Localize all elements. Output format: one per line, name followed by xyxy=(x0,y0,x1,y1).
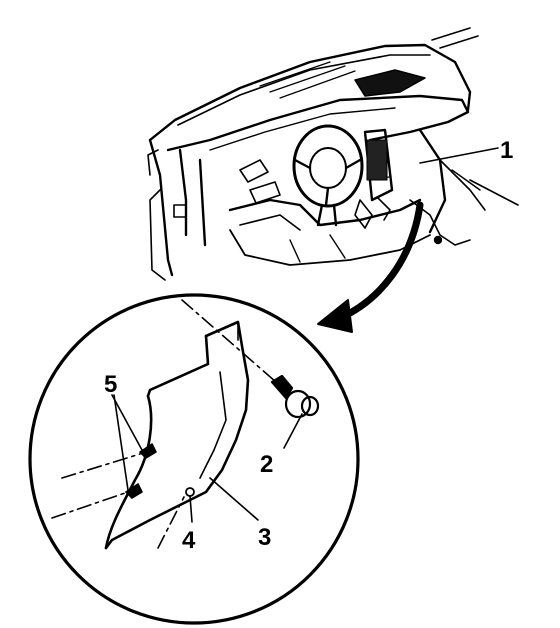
callout-label-1: 1 xyxy=(500,137,513,164)
instrument-panel-illustration xyxy=(147,27,486,281)
callout-label-5: 5 xyxy=(104,371,117,398)
callout-1-leader xyxy=(419,147,499,164)
alignment-lines xyxy=(51,299,277,549)
callout-label-4: 4 xyxy=(182,527,196,554)
detail-circle xyxy=(28,293,360,625)
callout-label-3: 3 xyxy=(258,524,271,551)
push-pin-retainer xyxy=(270,374,320,419)
detail-arrow xyxy=(317,201,424,333)
callout-leaders xyxy=(111,394,303,523)
callout-label-2: 2 xyxy=(260,451,273,478)
knee-bolster-panel xyxy=(104,320,250,550)
leader-line-right xyxy=(469,179,519,206)
